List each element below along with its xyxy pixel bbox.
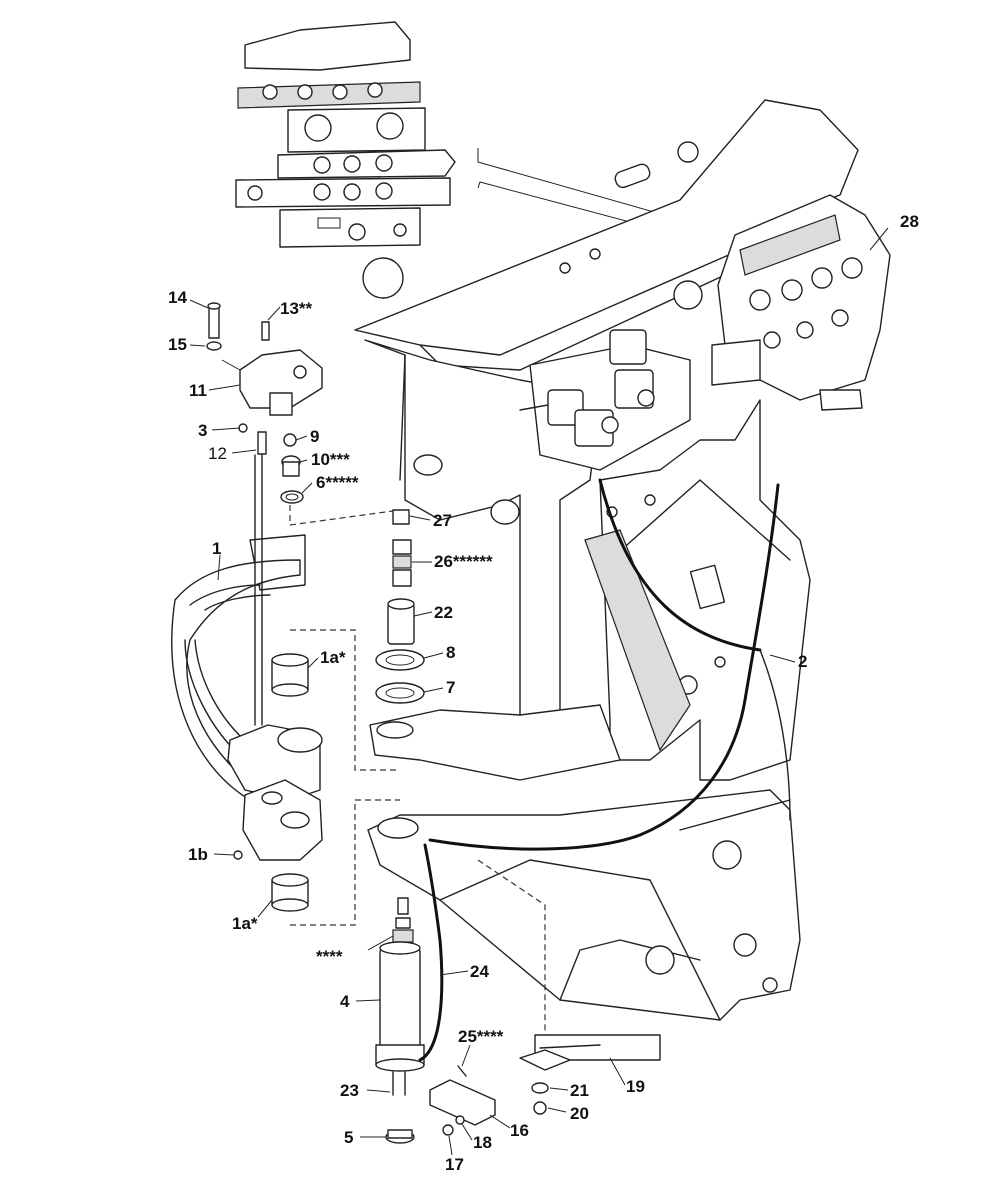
- valve-block-inset: [235, 21, 456, 248]
- label-12: 12: [208, 444, 227, 463]
- cable-2: [428, 483, 780, 851]
- label-17: 17: [445, 1155, 464, 1174]
- label-10: 10***: [311, 450, 350, 469]
- part-labels: 28 14 13** 15 11 3 9 12 10*** 6***** 27 …: [168, 212, 919, 1174]
- label-19: 19: [626, 1077, 645, 1096]
- label-14: 14: [168, 288, 187, 307]
- upper-bracket-parts: [206, 302, 323, 504]
- label-7: 7: [446, 678, 455, 697]
- cylinder-4-assembly: [375, 843, 496, 1144]
- label-1a-bottom: 1a*: [232, 914, 258, 933]
- label-1a-top: 1a*: [320, 648, 346, 667]
- label-20: 20: [570, 1104, 589, 1123]
- label-11: 11: [189, 381, 207, 400]
- label-21: 21: [570, 1081, 589, 1100]
- shaft-stack: [375, 509, 425, 704]
- leader-lines: [189, 227, 889, 1156]
- label-23: 23: [340, 1081, 359, 1100]
- label-15: 15: [168, 335, 187, 354]
- label-8: 8: [446, 643, 455, 662]
- label-18: 18: [473, 1133, 492, 1152]
- label-27: 27: [433, 511, 452, 530]
- label-5: 5: [344, 1128, 353, 1147]
- label-26: 26******: [434, 552, 493, 571]
- label-4: 4: [340, 992, 350, 1011]
- plate-19-assembly: [519, 1034, 661, 1115]
- label-24: 24: [470, 962, 489, 981]
- control-valve-28: [711, 194, 891, 411]
- label-25: 25****: [458, 1027, 504, 1046]
- label-2: 2: [798, 652, 807, 671]
- label-22: 22: [434, 603, 453, 622]
- label-9: 9: [310, 427, 319, 446]
- label-6: 6*****: [316, 473, 359, 492]
- label-1: 1: [212, 539, 221, 558]
- label-stars: ****: [316, 947, 343, 966]
- label-13: 13**: [280, 299, 313, 318]
- label-28: 28: [900, 212, 919, 231]
- label-3: 3: [198, 421, 207, 440]
- label-1b: 1b: [188, 845, 208, 864]
- stabilizer-leg-1: [171, 454, 323, 912]
- solenoid-manifold: [519, 329, 691, 471]
- label-16: 16: [510, 1121, 529, 1140]
